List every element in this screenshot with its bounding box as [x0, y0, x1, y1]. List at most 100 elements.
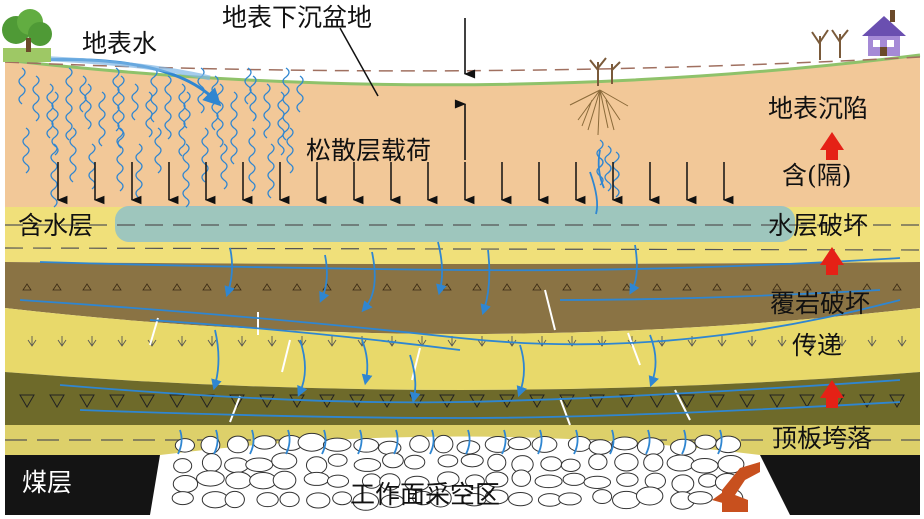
rock-mark	[112, 283, 122, 291]
rubble-stone	[327, 453, 348, 467]
rubble-stone	[226, 435, 249, 454]
tree-icon	[2, 9, 52, 62]
goaf-seepage	[285, 429, 291, 455]
rock-fractures	[149, 289, 691, 426]
seepage-line	[604, 163, 612, 192]
rock-mark	[109, 394, 125, 408]
rock-mark	[832, 283, 842, 291]
seepage-line	[596, 157, 604, 186]
rubble-stone	[671, 474, 695, 494]
rubble-stone	[433, 434, 454, 454]
rock-mark	[117, 336, 127, 347]
rubble-stone	[174, 438, 195, 453]
rock-mark	[52, 283, 62, 291]
rubble-stone	[690, 458, 719, 474]
rock-mark	[139, 394, 155, 408]
rubble-stone	[403, 454, 426, 470]
seepage-line	[112, 67, 120, 132]
rock-mark	[292, 283, 302, 291]
rock-mark	[169, 394, 185, 408]
coal-seam-label: 煤层	[22, 468, 73, 497]
flow-line	[59, 379, 901, 404]
house-icon	[862, 10, 906, 56]
flow-line	[589, 171, 599, 215]
rock-mark	[79, 394, 95, 408]
rock-mark	[867, 336, 877, 347]
rubble-stone	[272, 470, 297, 490]
rubble-stone	[201, 491, 229, 509]
seepage-line	[98, 91, 106, 147]
rubble-stone	[326, 474, 350, 488]
goaf-seepage	[321, 429, 327, 455]
overburden-damage-label-1: 覆岩破坏	[770, 289, 871, 318]
rubble-stone	[279, 491, 300, 508]
flow-line	[39, 257, 901, 272]
rubble-stone	[429, 488, 452, 508]
seepage-water-lines	[18, 67, 620, 208]
seepage-line	[249, 75, 257, 122]
rubble-stone	[224, 490, 245, 509]
collapse-rubble	[171, 432, 745, 511]
rock-mark	[82, 283, 92, 291]
rock-mark	[27, 336, 37, 347]
goaf-seepage	[429, 429, 435, 455]
rubble-stone	[409, 435, 430, 453]
flow-line	[648, 334, 659, 388]
aquifer-damage-label-1: 含(隔)	[782, 161, 852, 190]
rubble-stone	[172, 474, 199, 493]
flow-line	[361, 339, 373, 386]
rock-mark	[712, 283, 722, 291]
seepage-line	[183, 91, 191, 129]
rock-mark	[142, 283, 152, 291]
flow-line	[297, 339, 308, 397]
rubble-stone	[611, 436, 638, 451]
rock-mark	[49, 394, 65, 408]
rock-mark	[679, 394, 695, 408]
rubble-stone	[353, 437, 380, 453]
rock-mark	[619, 394, 635, 408]
rubble-stone	[332, 491, 353, 506]
rubble-stone	[404, 475, 430, 492]
rock-mark	[742, 283, 752, 291]
rock-mark	[177, 336, 187, 347]
seepage-line	[263, 83, 271, 139]
rock-mark	[532, 283, 542, 291]
rubble-stone	[666, 454, 695, 472]
rubble-stone	[588, 453, 608, 471]
rubble-stone	[484, 435, 512, 453]
excavator-icon	[712, 462, 760, 512]
rubble-stone	[249, 471, 277, 490]
rubble-stone	[694, 434, 717, 450]
rock-mark	[592, 283, 602, 291]
rock-mark	[502, 283, 512, 291]
rubble-stone	[256, 492, 279, 508]
seepage-line	[84, 83, 92, 130]
rock-mark	[709, 394, 725, 408]
rock-mark	[439, 394, 455, 408]
load-arrows	[56, 162, 734, 205]
roof-collapse-label: 顶板垮落	[772, 424, 873, 453]
rubble-stone	[460, 453, 484, 468]
rubble-stone	[245, 457, 274, 473]
aquifer-dash-2	[4, 247, 921, 251]
rock-mark	[589, 394, 605, 408]
rubble-stone	[567, 435, 592, 452]
rubble-stone	[612, 490, 641, 510]
seepage-line	[267, 143, 275, 199]
aquifer-water-lens	[115, 206, 795, 242]
rock-mark	[19, 394, 35, 408]
rubble-stone	[635, 486, 664, 506]
seepage-line	[131, 83, 139, 121]
red-up-arrow-icon	[820, 132, 844, 408]
rock-mark	[559, 394, 575, 408]
seepage-line	[69, 127, 77, 183]
rock-mark	[889, 394, 905, 408]
rubble-stone	[511, 469, 532, 487]
rock-mark	[237, 336, 247, 347]
rock-mark	[739, 394, 755, 408]
rock-mark	[562, 283, 572, 291]
seepage-line	[65, 67, 73, 141]
rubble-stone	[173, 458, 193, 474]
rock-mark	[57, 336, 67, 347]
